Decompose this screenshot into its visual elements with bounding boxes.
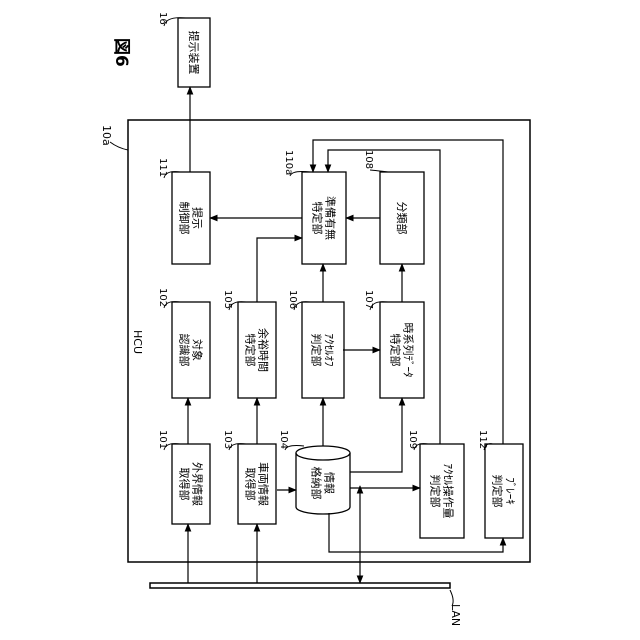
block-105-text-line: 余裕時間 (257, 328, 271, 372)
block-104-cylinder-top (296, 446, 350, 460)
block-108-leader (370, 170, 388, 172)
block-107-text-line: 時系列ﾃﾞｰﾀ (402, 323, 416, 378)
block-109-text-line: ｱｸｾﾙ操作量 (442, 464, 456, 519)
block-102-text-line: 認識部 (178, 334, 192, 367)
block-109: ｱｸｾﾙ操作量判定部109 (407, 430, 464, 538)
block-108-text-line: 分類部 (395, 202, 409, 235)
block-106-text-line: 判定部 (310, 334, 324, 367)
block-107-text-line: 特定部 (389, 334, 403, 367)
block-109-text-line: 判定部 (429, 475, 443, 508)
block-105-ref: 105 (222, 290, 233, 309)
hcu-label: HCU (131, 330, 144, 354)
block-112-ref: 112 (477, 430, 488, 449)
block-108: 分類部 108 (363, 150, 424, 264)
block-105-text-line: 特定部 (244, 334, 258, 367)
block-105: 余裕時間特定部 105 (222, 290, 276, 398)
block-101-text-line: 外界情報 (191, 462, 204, 506)
block-110a-ref: 110a (283, 150, 294, 175)
block-111-text-line: 制御部 (178, 202, 192, 235)
block-103: 車両情報取得部103 (222, 430, 276, 524)
block-16-text-line: 提示装置 (187, 31, 200, 75)
block-16: 提示装置 16 (157, 12, 210, 87)
block-104-text-line: 格納部 (310, 467, 324, 500)
block-106-text-line: ｱｸｾﾙｵﾌ (323, 334, 336, 367)
figure-label: 図6 (111, 38, 131, 67)
block-101: 外界情報取得部101 (157, 430, 210, 524)
block-112-text-line: 判定部 (491, 474, 505, 507)
block-103-text-line: 取得部 (244, 468, 258, 501)
block-101-text-line: 取得部 (178, 468, 192, 501)
block-16-ref: 16 (157, 12, 168, 25)
block-104-text-line: 情報 (323, 472, 336, 494)
block-110a: 準備有無特定部 110a (283, 150, 346, 264)
block-110a-text-line: 準備有無 (324, 196, 338, 240)
104-to-112 (329, 513, 503, 552)
block-104-ref: 104 (278, 430, 289, 449)
104-to-107 (350, 398, 402, 472)
block-107-ref: 107 (363, 290, 374, 309)
block-111: 提示制御部111 (157, 158, 210, 264)
block-104: 情報格納部 104 (278, 430, 350, 514)
block-107: 時系列ﾃﾞｰﾀ特定部 107 (363, 290, 424, 398)
block-111-text-line: 提示 (191, 207, 204, 229)
lan-bus (150, 583, 450, 588)
block-112: ﾌﾞﾚｰｷ判定部 112 (477, 430, 523, 538)
block-108-ref: 108 (363, 150, 374, 169)
block-106: ｱｸｾﾙｵﾌ判定部 106 (287, 290, 344, 398)
block-106-ref: 106 (287, 290, 298, 309)
block-112-text-line: ﾌﾞﾚｰｷ (504, 477, 517, 505)
block-110a-text-line: 特定部 (311, 202, 325, 235)
block-103-text-line: 車両情報 (257, 462, 271, 506)
block-102: 対象認識部102 (157, 288, 210, 398)
lan-label: LAN (449, 604, 462, 626)
block-102-text-line: 対象 (191, 339, 205, 361)
